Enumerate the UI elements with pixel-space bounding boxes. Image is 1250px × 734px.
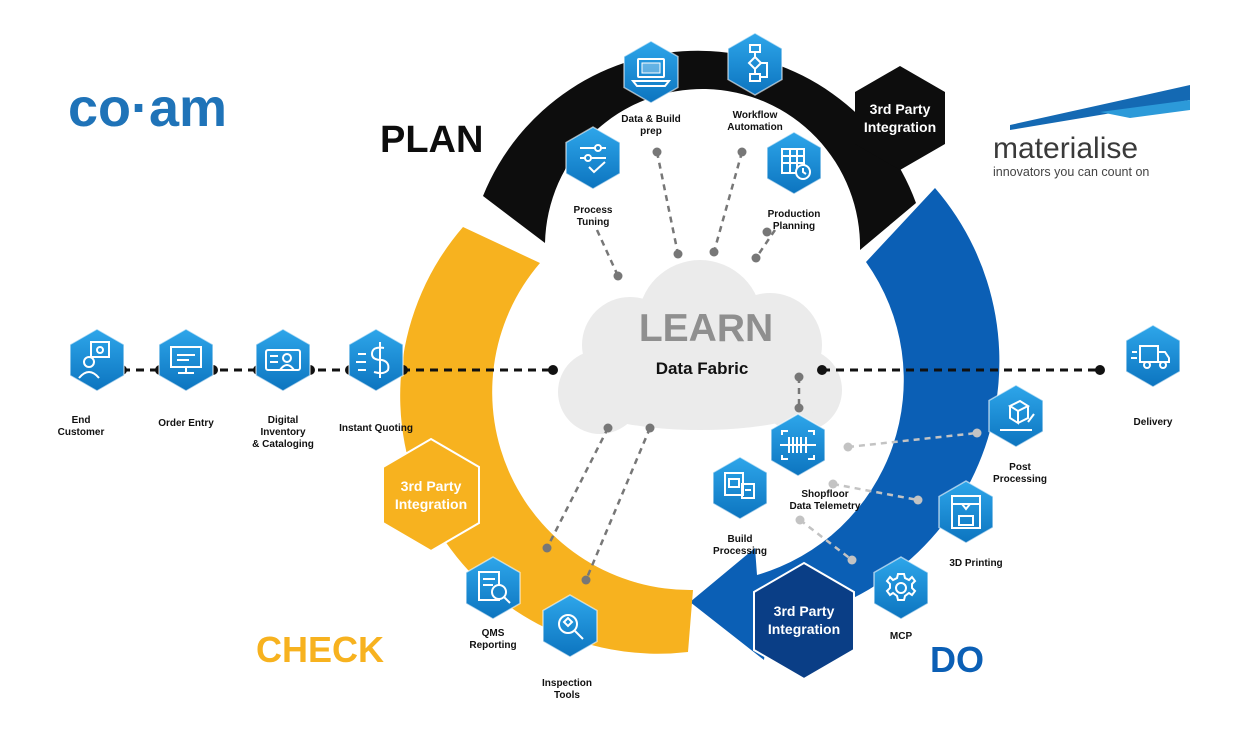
cloud-connector-dots <box>542 147 804 585</box>
mcp-module[interactable]: MCP <box>873 556 929 642</box>
production-planning-module[interactable]: Production Planning <box>766 131 822 232</box>
svg-text:Post: Post <box>1009 462 1031 473</box>
materialise-swoosh <box>1010 85 1190 130</box>
materialise-tagline: innovators you can count on <box>993 165 1149 179</box>
data-fabric-label: Data Fabric <box>656 359 749 378</box>
workflow-automation-module[interactable]: Workflow Automation <box>727 32 783 133</box>
svg-text:3rd Party: 3rd Party <box>870 101 931 117</box>
digital-inventory-module[interactable]: Digital Inventory & Cataloging <box>252 328 314 450</box>
svg-text:3rd Party: 3rd Party <box>774 603 835 619</box>
svg-text:Integration: Integration <box>395 496 467 512</box>
post-processing-module[interactable]: Post Processing <box>988 384 1047 485</box>
third-party-integration-do: 3rd Party Integration <box>753 561 855 681</box>
svg-text:Process: Process <box>574 205 613 216</box>
post-processing-icon <box>1000 399 1035 431</box>
do-arc <box>690 188 1000 660</box>
learn-title: LEARN <box>639 307 773 350</box>
flowchart-icon <box>747 44 768 82</box>
svg-text:Processing: Processing <box>713 546 767 557</box>
svg-text:Instant Quoting: Instant Quoting <box>339 423 413 434</box>
plan-title: PLAN <box>380 119 483 161</box>
svg-text:Data & Build: Data & Build <box>621 114 680 125</box>
svg-text:Planning: Planning <box>773 221 815 232</box>
svg-text:prep: prep <box>640 126 662 137</box>
end-customer-module[interactable]: End Customer <box>58 328 125 438</box>
do-title: DO <box>930 639 984 680</box>
check-arc <box>400 227 693 654</box>
monitor-icon <box>170 346 202 374</box>
3d-printer-icon <box>951 495 981 529</box>
third-party-integration-plan: 3rd Party Integration <box>855 66 945 170</box>
svg-text:Data Telemetry: Data Telemetry <box>790 501 861 512</box>
check-title: CHECK <box>256 629 384 670</box>
delivery-module[interactable]: Delivery <box>1125 324 1181 428</box>
calendar-icon <box>781 148 811 180</box>
report-search-icon <box>478 571 511 604</box>
svg-text:Inventory: Inventory <box>260 427 305 438</box>
svg-text:Integration: Integration <box>864 119 936 135</box>
third-party-integration-check: 3rd Party Integration <box>382 437 480 553</box>
materialise-logo: materialise innovators you can count on <box>993 85 1190 179</box>
svg-text:Build: Build <box>728 534 753 545</box>
dollar-speed-icon <box>356 342 390 378</box>
inspection-tools-module[interactable]: Inspection Tools <box>542 594 598 701</box>
svg-text:Processing: Processing <box>993 474 1047 485</box>
build-processing-icon <box>724 472 755 499</box>
data-build-prep-module[interactable]: Data & Build prep <box>621 40 681 137</box>
svg-text:Tuning: Tuning <box>577 217 610 228</box>
shopfloor-data-telemetry-module[interactable]: Shopfloor Data Telemetry <box>770 413 861 512</box>
delivery-connector <box>817 365 1105 375</box>
svg-text:Production: Production <box>768 209 821 220</box>
barcode-icon <box>780 430 816 460</box>
svg-text:Workflow: Workflow <box>733 110 778 121</box>
process-tuning-module[interactable]: Process Tuning <box>565 126 621 228</box>
instant-quoting-module[interactable]: Instant Quoting <box>339 328 413 434</box>
svg-text:Reporting: Reporting <box>469 640 516 651</box>
3d-printing-module[interactable]: 3D Printing <box>938 480 1003 569</box>
shopfloor-connectors <box>799 431 978 561</box>
laptop-icon <box>630 58 672 87</box>
materialise-wordmark: materialise <box>993 132 1138 165</box>
plan-arc <box>483 50 916 250</box>
svg-text:End: End <box>72 415 91 426</box>
svg-text:Tools: Tools <box>554 690 580 701</box>
svg-text:Digital: Digital <box>268 415 299 426</box>
qms-reporting-module[interactable]: QMS Reporting <box>465 556 521 651</box>
customer-icon <box>78 341 110 379</box>
svg-text:Automation: Automation <box>727 122 783 133</box>
svg-text:Inspection: Inspection <box>542 678 592 689</box>
svg-text:MCP: MCP <box>890 631 913 642</box>
svg-text:& Cataloging: & Cataloging <box>252 439 314 450</box>
svg-text:3D Printing: 3D Printing <box>949 558 1002 569</box>
inventory-icon <box>265 349 301 371</box>
svg-text:Delivery: Delivery <box>1134 417 1173 428</box>
svg-text:Integration: Integration <box>768 621 840 637</box>
build-processing-module[interactable]: Build Processing <box>712 456 768 557</box>
magnifier-icon <box>558 614 584 640</box>
svg-text:QMS: QMS <box>482 628 505 639</box>
order-entry-module[interactable]: Order Entry <box>158 328 214 429</box>
shopfloor-connector-dots <box>795 428 982 565</box>
svg-text:3rd Party: 3rd Party <box>401 478 462 494</box>
cloud-connectors <box>545 151 801 581</box>
sliders-icon <box>580 144 606 174</box>
gear-icon <box>885 573 917 601</box>
svg-text:Customer: Customer <box>58 427 105 438</box>
truck-icon <box>1131 345 1170 369</box>
materialise-swoosh-light <box>1100 100 1190 118</box>
coam-logo: co·am <box>68 78 227 138</box>
svg-text:Shopfloor: Shopfloor <box>801 489 848 500</box>
svg-text:Order Entry: Order Entry <box>158 418 214 429</box>
